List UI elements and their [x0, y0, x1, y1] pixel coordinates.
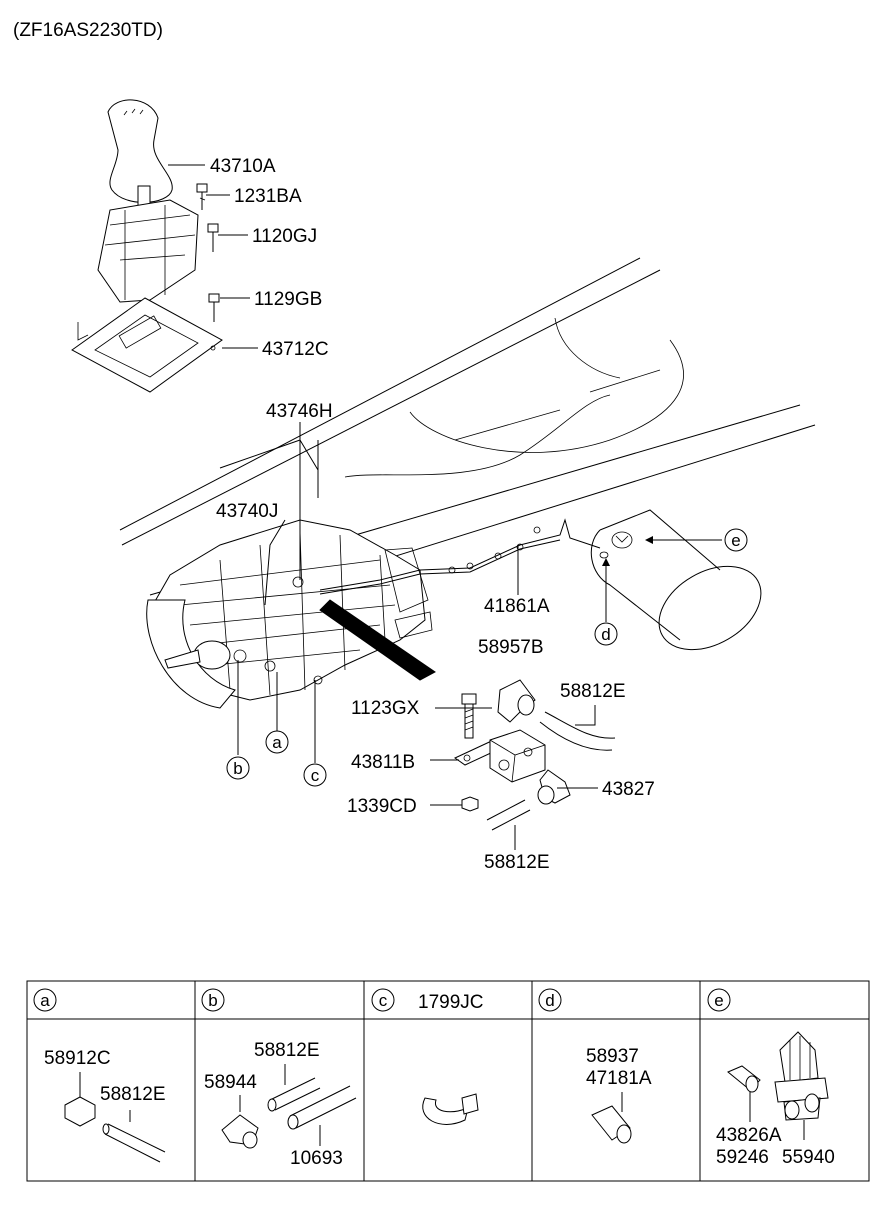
callout-a[interactable]: a: [265, 730, 289, 754]
callout-d[interactable]: d: [594, 622, 618, 646]
label-43712C: 43712C: [262, 339, 329, 360]
label-58812E-top: 58812E: [560, 681, 626, 702]
callout-e[interactable]: e: [724, 528, 748, 552]
label-1799JC: 1799JC: [418, 992, 484, 1013]
label-58957B: 58957B: [478, 637, 544, 658]
harness-wedge: [319, 599, 436, 681]
label-1120GJ: 1120GJ: [252, 226, 317, 247]
nut-1339CD: [461, 796, 479, 812]
elbow-58957B: [497, 679, 536, 723]
svg-text:a: a: [272, 733, 282, 752]
label-58812E-b: 58812E: [254, 1040, 320, 1061]
label-43710A: 43710A: [210, 156, 276, 177]
svg-text:c: c: [379, 991, 388, 1010]
table-header-b: b: [201, 988, 225, 1012]
air-tank: [590, 509, 762, 651]
clip-1799JC: [422, 1093, 479, 1125]
transmission: [146, 519, 433, 709]
table-header-e: e: [707, 988, 731, 1012]
bolt-1123GX: [461, 693, 477, 739]
svg-text:e: e: [731, 531, 740, 550]
label-58812E-a: 58812E: [100, 1084, 166, 1105]
svg-text:d: d: [545, 991, 554, 1010]
label-43746H: 43746H: [266, 401, 333, 422]
label-58912C: 58912C: [44, 1048, 111, 1069]
callout-c[interactable]: c: [303, 763, 327, 787]
table-header-c: c 1799JC: [371, 988, 484, 1013]
svg-text:a: a: [40, 991, 50, 1010]
label-59246: 59246: [716, 1147, 769, 1168]
label-58937: 58937: [586, 1046, 639, 1067]
label-1339CD: 1339CD: [347, 796, 417, 817]
elbow-43827: [537, 769, 571, 805]
label-10693: 10693: [290, 1148, 343, 1169]
leader-lines: [168, 164, 722, 850]
air-line: [319, 518, 601, 595]
shift-lever-assembly: [71, 99, 223, 393]
label-47181A: 47181A: [586, 1068, 652, 1089]
label-1129GB: 1129GB: [254, 289, 322, 310]
label-43827: 43827: [602, 779, 655, 800]
label-58944: 58944: [204, 1072, 257, 1093]
label-43826A: 43826A: [716, 1125, 782, 1146]
model-code: (ZF16AS2230TD): [13, 20, 163, 41]
label-43811B: 43811B: [351, 752, 415, 773]
svg-text:d: d: [601, 625, 610, 644]
label-1231BA: 1231BA: [234, 186, 302, 207]
svg-text:e: e: [714, 991, 723, 1010]
detail-table: a b c 1799JC d e 58912C 58812E 58812E 58…: [26, 980, 870, 1182]
label-41861A: 41861A: [484, 596, 550, 617]
callout-b[interactable]: b: [226, 756, 250, 780]
svg-text:b: b: [233, 759, 242, 778]
table-header-d: d: [538, 988, 562, 1012]
part-labels: 43710A 1231BA 1120GJ 1129GB 43712C 43746…: [210, 156, 655, 873]
table-header-a: a: [33, 988, 57, 1012]
svg-text:b: b: [208, 991, 217, 1010]
label-58812E-bottom: 58812E: [484, 852, 550, 873]
bracket-43811B: [454, 729, 546, 783]
label-1123GX: 1123GX: [351, 698, 420, 719]
label-55940: 55940: [782, 1147, 835, 1168]
label-43740J: 43740J: [216, 501, 278, 522]
hose-58812E-bottom: [486, 799, 531, 831]
svg-text:c: c: [311, 766, 320, 785]
hose-58812E-top: [539, 711, 616, 751]
